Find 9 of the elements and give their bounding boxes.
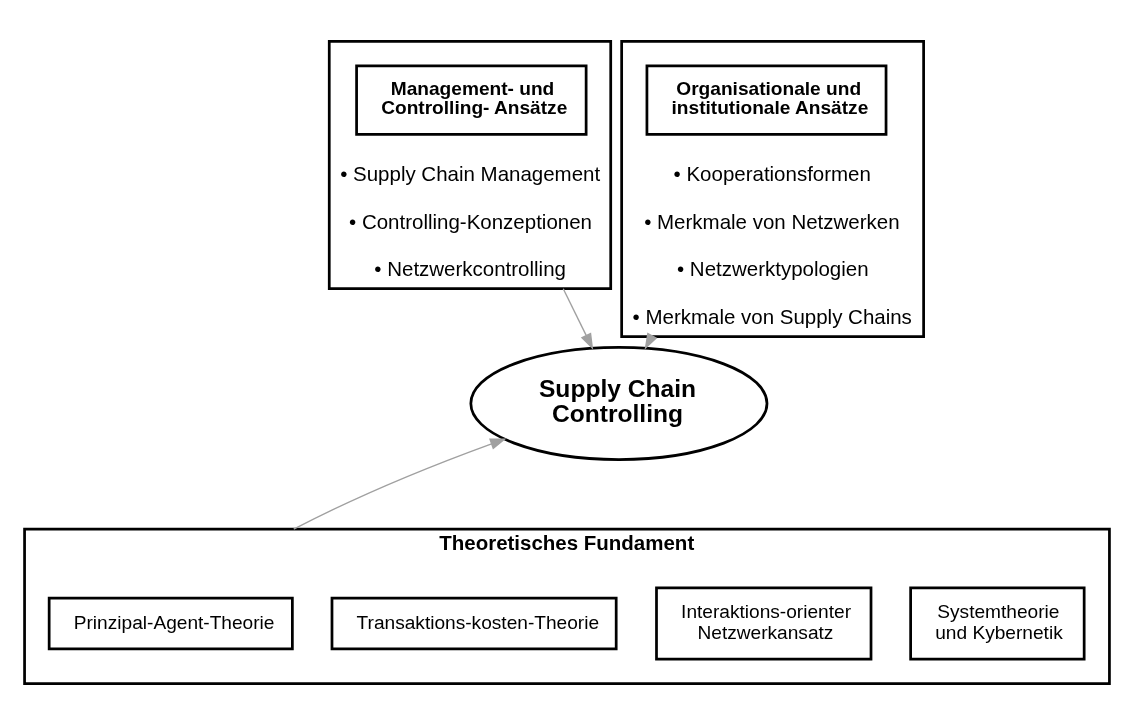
arrow: [293, 438, 507, 530]
node-box: Systemtheorie und Kybernetik: [909, 586, 1086, 661]
node-box: Organisationale und institutionale Ansätze: [645, 64, 888, 136]
arrow: [562, 288, 594, 350]
node-ellipse: Supply Chain Controlling: [469, 346, 769, 461]
node-box: Transaktions-kosten-Theorie: [330, 596, 618, 651]
node-box: Prinzipal-Agent-Theorie: [47, 596, 294, 651]
node-box: Management- und Controlling- Ansätze: [355, 64, 588, 136]
node-box: Interaktions-orienter Netzwerkansatz: [655, 586, 873, 661]
